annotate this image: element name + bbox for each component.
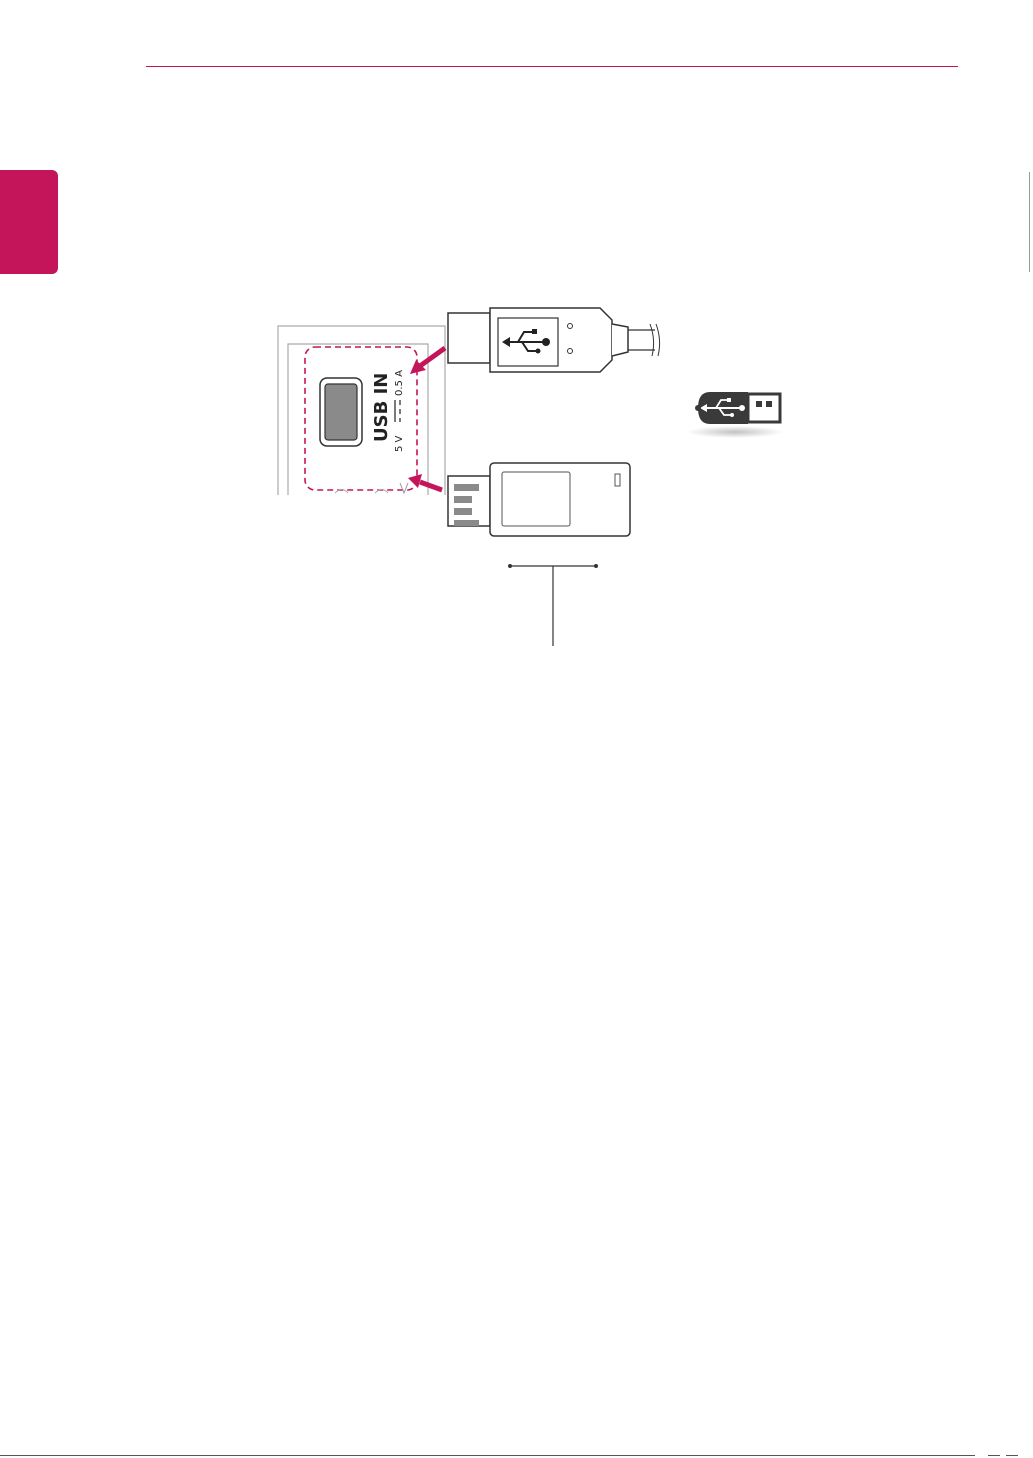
callout-leader bbox=[508, 564, 598, 646]
header-rule bbox=[146, 66, 958, 67]
port-label: USB IN bbox=[371, 373, 392, 442]
port-rating: 5 V bbox=[394, 435, 405, 452]
footer-rule bbox=[0, 1455, 975, 1456]
dc-symbol bbox=[395, 400, 400, 422]
tv-rear-panel: USB IN 5 V 0.5 A bbox=[278, 326, 445, 495]
footer-tick bbox=[988, 1455, 1000, 1456]
right-margin-rule bbox=[1029, 172, 1030, 272]
port-current: 0.5 A bbox=[394, 370, 405, 396]
usb-memory-stick bbox=[448, 463, 630, 536]
usb-drive-icon bbox=[687, 392, 783, 438]
section-tab bbox=[0, 170, 58, 274]
footer-tick bbox=[1006, 1455, 1018, 1456]
usb-connection-illustration: USB IN 5 V 0.5 A bbox=[270, 300, 800, 660]
insert-arrow-stick bbox=[408, 474, 442, 490]
usb-cable-connector bbox=[448, 308, 660, 372]
